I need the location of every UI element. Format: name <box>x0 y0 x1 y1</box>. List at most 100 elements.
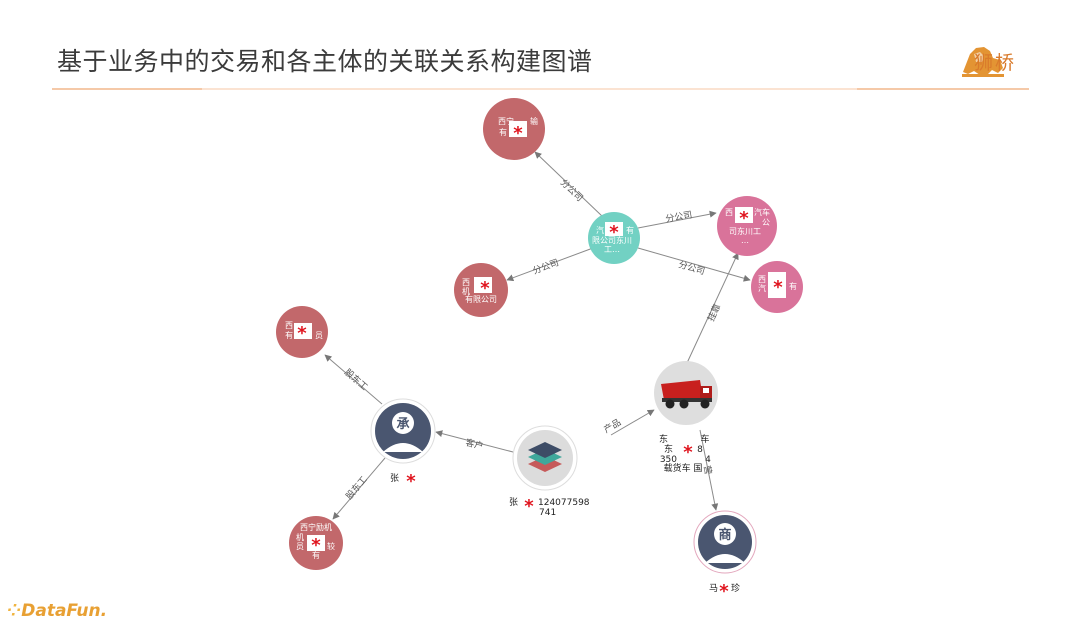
node-label: 有 <box>789 281 797 291</box>
truck-caption: 8 <box>697 445 703 455</box>
node-label: 机 <box>296 532 304 542</box>
node-label: 公 <box>762 218 770 227</box>
node-label: 员 <box>296 542 304 551</box>
edge-label-left-employee: 股东工 <box>342 366 370 393</box>
node-label: 较 <box>327 541 335 551</box>
truck-caption: 东 <box>659 433 668 445</box>
person-node-cheng[interactable]: 承 张 * <box>370 398 436 492</box>
redaction-box <box>605 222 623 236</box>
node-label: 西宁 <box>498 116 514 126</box>
node-label: 西 <box>758 275 766 284</box>
edge-truck-pink1 <box>686 252 739 364</box>
datafun-logo: ⁘DataFun. <box>7 601 108 621</box>
company-node-bottom[interactable]: 西宁励机 机 员 较 有 * <box>289 516 343 570</box>
edge-person-bottom <box>332 457 386 520</box>
edge-label-mounted: 挂靠 <box>705 302 723 323</box>
person-glyph: 承 <box>396 417 409 432</box>
redaction-box <box>735 207 753 223</box>
product-caption-prefix: 张 <box>509 497 518 508</box>
product-caption-value: 124077598 <box>538 498 590 508</box>
node-label: 西 <box>462 278 470 287</box>
product-node[interactable]: 张 * 124077598 741 <box>509 425 590 518</box>
truck-caption: 东 <box>664 443 673 455</box>
redaction-star: * <box>480 278 490 299</box>
node-label: 西宁励机 <box>300 522 332 532</box>
person-head-icon <box>714 523 736 545</box>
node-label: 有 <box>499 127 507 137</box>
redaction-star: * <box>773 277 783 298</box>
node-label: 工… <box>604 245 620 254</box>
node-label: 汽车 <box>754 207 770 217</box>
person-name-prefix: 马 <box>709 583 718 594</box>
company-node-mid[interactable]: 西 机 有限公司 * <box>454 263 508 317</box>
truck-caption: 载货车 国 <box>664 462 703 474</box>
redaction-box <box>294 323 312 339</box>
edge-label-pink2: 分公司 <box>677 259 706 277</box>
redaction-star: * <box>719 581 729 602</box>
node-label: … <box>741 236 749 245</box>
truck-node[interactable]: 东 车 东 8 350 4 载货车 国 * <box>654 361 718 474</box>
node-label: 汽 <box>758 283 766 293</box>
person-name: 张 <box>390 473 399 484</box>
truck-caption: 4 <box>705 455 711 465</box>
title-divider-right <box>857 88 1029 90</box>
company-node-pink-2[interactable]: 西 有 汽 * <box>751 261 803 313</box>
edge-product-person <box>435 430 514 453</box>
title-divider-left <box>52 88 202 90</box>
node-label: 司东川工 <box>729 226 761 236</box>
node-label: 有 <box>626 225 634 235</box>
edge-label-mid: 分公司 <box>531 257 560 277</box>
edge-label-top: 分公司 <box>558 177 585 204</box>
company-node-hub[interactable]: 汽 有 限公司东川 工… * <box>588 212 640 264</box>
edge-label-bottom-employee: 股东工 <box>343 474 370 502</box>
redaction-star: * <box>513 123 523 144</box>
datafun-logo-text: DataFun. <box>21 601 108 621</box>
edge-product-truck <box>610 409 655 436</box>
redaction-box <box>474 277 492 293</box>
redaction-star: * <box>406 471 416 492</box>
brand-name: 狮桥 <box>974 52 1017 74</box>
redaction-star: * <box>683 442 693 463</box>
edge-hub-pink2 <box>637 247 751 282</box>
edge-person-left <box>324 354 383 405</box>
redaction-box <box>307 535 325 551</box>
lion-logo-icon <box>962 47 1004 77</box>
edge-label-pink1: 分公司 <box>665 209 694 225</box>
product-caption-line2: 741 <box>539 508 556 518</box>
person-node-shang[interactable]: 商 马 * 珍 <box>693 510 757 602</box>
layers-icon-top <box>528 442 562 458</box>
node-label: 汽 <box>596 225 604 235</box>
node-label: 西 <box>285 321 293 330</box>
truck-caption: 350 <box>660 455 677 465</box>
redaction-box <box>509 121 527 137</box>
redaction-star: * <box>609 222 619 243</box>
redaction-box <box>768 272 786 298</box>
truck-caption: 车 <box>700 433 709 445</box>
company-node-left[interactable]: 西 有 员 * <box>276 306 328 358</box>
company-node-pink-1[interactable]: 西 汽车 公 司东川工 … * <box>717 196 777 256</box>
edge-hub-mid <box>506 247 594 282</box>
edge-hub-pink1 <box>637 210 717 229</box>
edge-truck-shang <box>699 429 719 511</box>
redaction-star: * <box>297 323 307 344</box>
title-divider-mid <box>202 88 857 90</box>
edge-hub-top <box>534 151 604 218</box>
node-label: 员 <box>315 331 323 340</box>
node-label: 西 <box>725 208 733 217</box>
redaction-star: * <box>739 208 749 229</box>
company-node-top[interactable]: 西宁 输 有 * <box>483 98 545 160</box>
edge-label-product: 产品 <box>602 416 624 435</box>
node-label: 有 <box>285 330 293 340</box>
person-body-icon <box>383 443 423 452</box>
redaction-star: * <box>524 496 534 517</box>
dump-truck-icon <box>661 380 712 409</box>
node-label: 有 <box>312 550 320 560</box>
node-label: 机 <box>462 286 470 296</box>
node-label: 有限公司 <box>465 294 497 304</box>
node-label: 输 <box>530 116 538 126</box>
edge-label-customer: 客户 <box>464 436 484 452</box>
person-glyph: 商 <box>718 527 731 543</box>
person-name-suffix: 珍 <box>731 582 740 594</box>
person-head-icon <box>392 412 414 434</box>
